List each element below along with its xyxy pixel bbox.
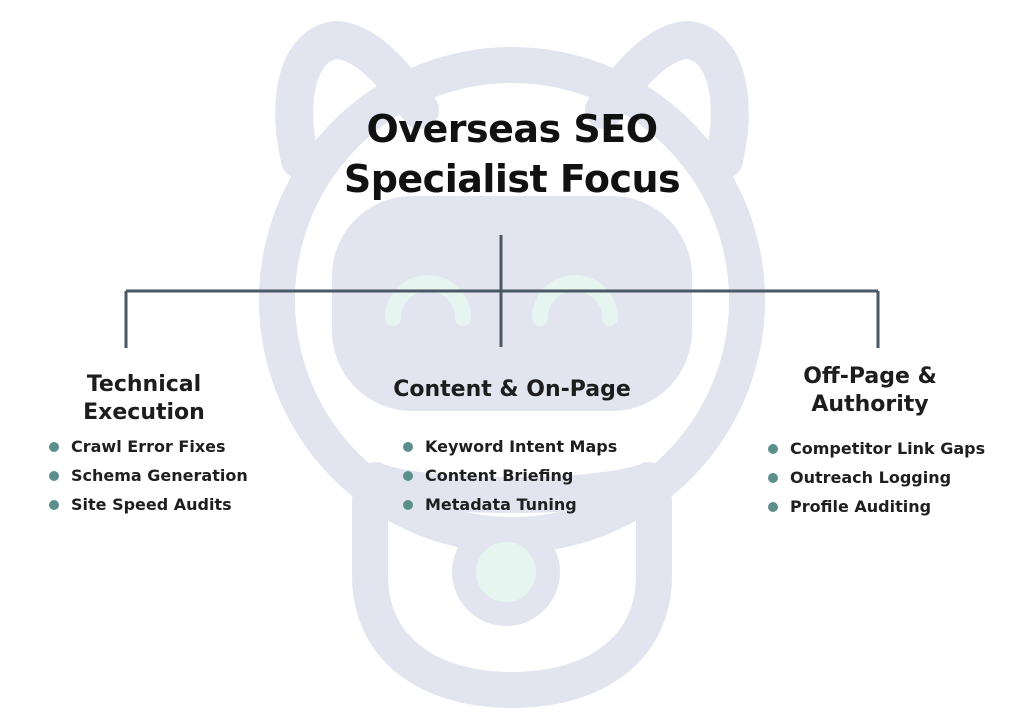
bullet-dot xyxy=(403,500,413,510)
branch-heading: Content & On-Page xyxy=(393,377,631,402)
list-item: Keyword Intent Maps xyxy=(403,432,617,461)
page-title: Overseas SEO Specialist Focus xyxy=(312,104,712,204)
bullet-dot xyxy=(768,444,778,454)
list-item: Metadata Tuning xyxy=(403,490,617,519)
bullet-dot xyxy=(768,502,778,512)
list-item: Site Speed Audits xyxy=(49,490,248,519)
bullet-dot xyxy=(768,473,778,483)
list-item: Outreach Logging xyxy=(768,463,985,492)
mascot-face xyxy=(332,196,692,411)
mascot-body xyxy=(352,482,672,708)
list-item: Competitor Link Gaps xyxy=(768,434,985,463)
bullet-dot xyxy=(403,471,413,481)
list-item: Content Briefing xyxy=(403,461,617,490)
bullet-dot xyxy=(49,442,59,452)
bullet-dot xyxy=(49,500,59,510)
branch-heading: Technical Execution xyxy=(83,372,205,425)
branch-item-list: Crawl Error Fixes Schema Generation Site… xyxy=(49,432,248,519)
mascot-left-eye xyxy=(385,275,471,326)
mascot-left-ear xyxy=(275,21,439,179)
mascot-bell xyxy=(452,518,560,626)
branch-item-list: Competitor Link Gaps Outreach Logging Pr… xyxy=(768,434,985,521)
bullet-dot xyxy=(403,442,413,452)
list-item: Profile Auditing xyxy=(768,492,985,521)
mascot-right-eye xyxy=(532,275,618,326)
title-line-1: Overseas SEO xyxy=(366,107,658,151)
title-line-2: Specialist Focus xyxy=(343,157,681,201)
branch-heading: Off-Page & Authority xyxy=(803,364,937,417)
bullet-dot xyxy=(49,471,59,481)
mascot-collar xyxy=(357,462,667,513)
list-item: Schema Generation xyxy=(49,461,248,490)
branch-item-list: Keyword Intent Maps Content Briefing Met… xyxy=(403,432,617,519)
list-item: Crawl Error Fixes xyxy=(49,432,248,461)
mascot-right-ear xyxy=(585,21,749,179)
